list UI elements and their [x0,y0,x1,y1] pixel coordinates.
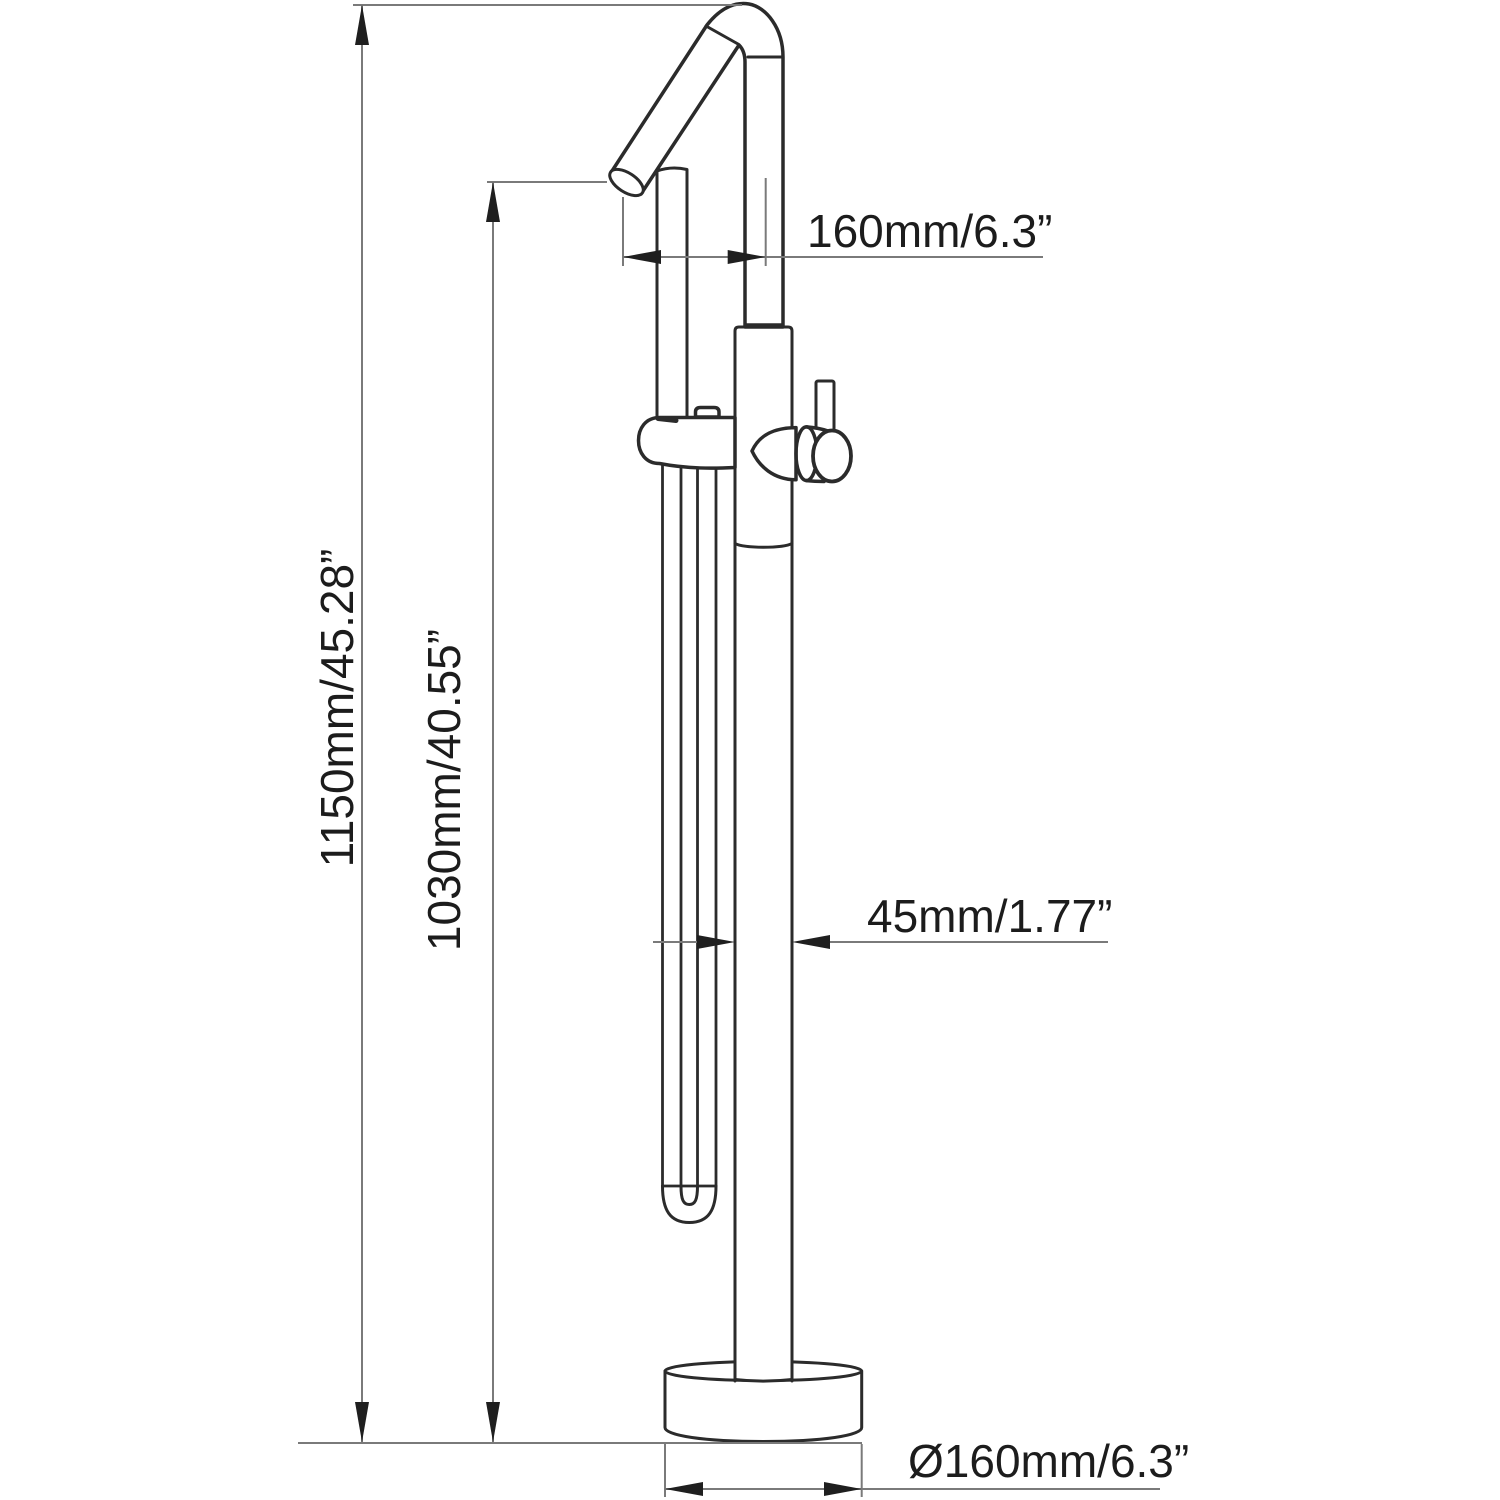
base-diameter-arrow-right [824,1482,862,1496]
slider-bracket [636,415,737,470]
faucet-drawing [608,1,864,1443]
nozzle-opening [608,167,645,198]
overall-height-arrow-up [355,5,369,45]
column-seam [733,542,794,549]
spout-reach-label: 160mm/6.3” [807,205,1052,257]
column-diameter-arrow-left [697,935,735,949]
base-diameter-label: Ø160mm/6.3” [908,1435,1189,1487]
dimension-labels: 1150mm/45.28” 1030mm/40.55” 160mm/6.3” 4… [311,205,1189,1487]
lever-knob-cap [811,428,853,484]
spout [609,1,785,329]
dimensions [298,4,1160,1497]
spout-reach-arrow-right [727,250,766,264]
column-diameter-arrow-right [792,935,830,949]
spout-height-label: 1030mm/40.55” [418,629,470,951]
lever-rod [814,379,836,435]
hand-shower-wand [655,166,689,432]
spout-height-arrow-up [486,182,500,222]
hose-u-bend-inner [679,1184,699,1206]
bracket-knob [693,405,721,419]
spout-reach-arrow-left [623,250,661,264]
overall-height-arrow-down [355,1402,369,1442]
spout-bend-seam [704,24,740,46]
main-column [733,325,794,1383]
spout-height-arrow-down [486,1402,500,1442]
base-cylinder-body [663,1369,864,1443]
overall-height-label: 1150mm/45.28” [311,549,363,868]
base-front-rim-arc [733,1378,794,1383]
bracket-wand-shadow [655,416,679,423]
shower-hose [661,448,718,1224]
base-diameter-arrow-left [665,1482,703,1496]
column-diameter-label: 45mm/1.77” [867,890,1112,942]
hose-u-bend-outer [661,1184,718,1224]
